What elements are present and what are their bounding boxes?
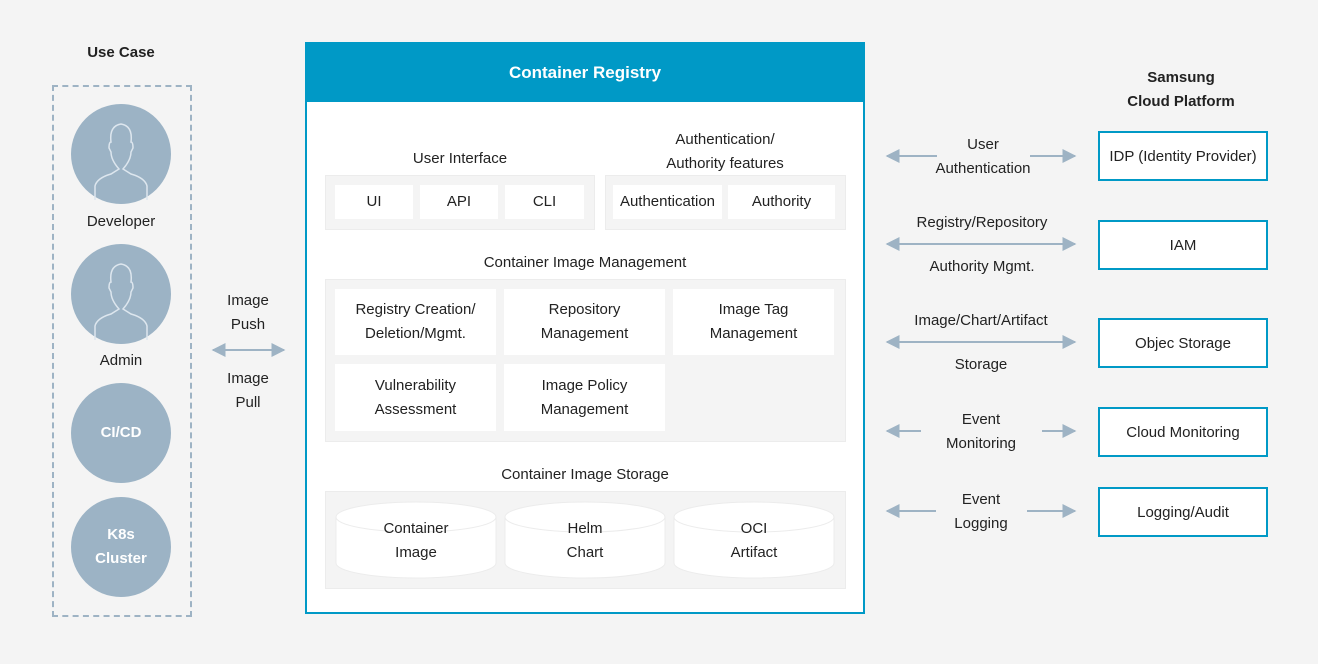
- cicd-actor: CI/CD: [71, 383, 171, 483]
- authentication-box: Authentication: [613, 185, 722, 219]
- actor-label: Admin: [99, 352, 143, 369]
- cli-box: CLI: [505, 185, 584, 219]
- admin-avatar: [71, 244, 171, 344]
- logging-audit-box: Logging/Audit: [1098, 487, 1268, 537]
- developer-avatar: [71, 104, 171, 204]
- management-title: Container Image Management: [483, 254, 687, 271]
- auth-title: Authentication/Authority features: [666, 131, 784, 172]
- use-case-title: Use Case: [87, 44, 155, 61]
- actor-label: Cluster: [95, 550, 147, 567]
- ui-box: UI: [335, 185, 413, 219]
- connector-label: Image/Chart/Artifact: [914, 312, 1048, 329]
- person-icon: [94, 263, 148, 340]
- actor-label: K8s: [107, 526, 135, 543]
- cloud-monitoring-box: Cloud Monitoring: [1098, 407, 1268, 457]
- connector-label: Authority Mgmt.: [929, 258, 1035, 275]
- authority-box: Authority: [728, 185, 835, 219]
- iam-box: IAM: [1098, 220, 1268, 270]
- use-case-group: [52, 85, 192, 617]
- storage-title: Container Image Storage: [501, 466, 669, 483]
- connector-label: Registry/Repository: [916, 214, 1048, 231]
- registry-mgmt-box: Registry Creation/Deletion/Mgmt.: [335, 289, 496, 355]
- idp-box: IDP (Identity Provider): [1098, 131, 1268, 181]
- actor-label: Developer: [86, 213, 156, 230]
- api-box: API: [420, 185, 498, 219]
- registry-title: Container Registry: [307, 44, 863, 102]
- connector-label: Storage: [954, 356, 1008, 373]
- actor-label: CI/CD: [100, 424, 142, 441]
- person-icon: [94, 123, 148, 200]
- object-storage-box: Objec Storage: [1098, 318, 1268, 368]
- user-interface-title: User Interface: [412, 150, 508, 167]
